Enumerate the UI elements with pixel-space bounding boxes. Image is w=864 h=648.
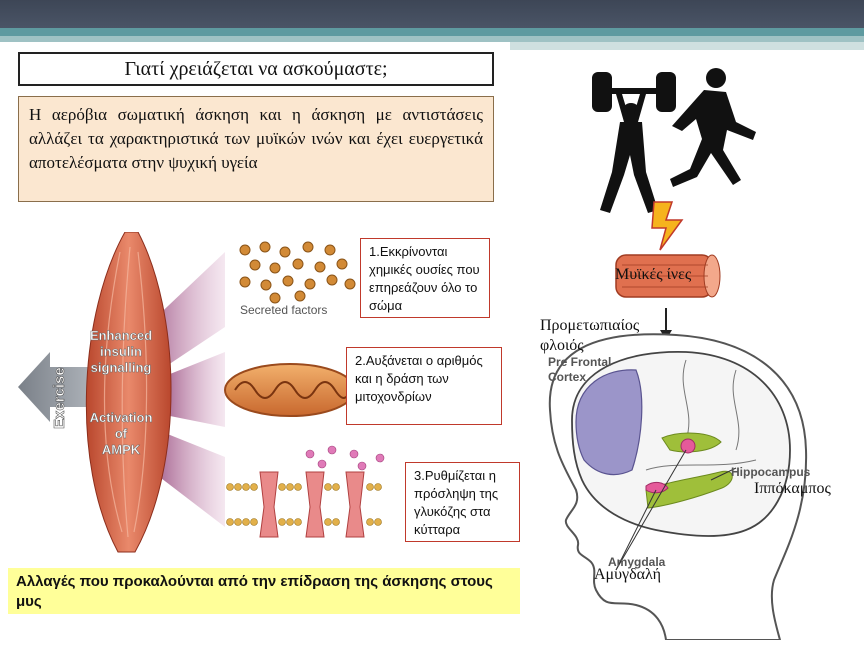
effect1-line1: Enhanced [90, 328, 152, 343]
hippocampus-region [645, 470, 733, 509]
lightning-icon [651, 201, 684, 251]
effect1-line2: insulin [100, 344, 142, 359]
effect1-line3: signalling [91, 360, 152, 375]
effect2-line1: Activation [90, 410, 153, 425]
amygdala-label: Αμυγδαλή [594, 566, 662, 583]
exercise-brain-illustration: Pre Frontal Cortex Hippocampus Amygdala [548, 68, 811, 640]
secreted-factors-icon [239, 241, 356, 304]
prefrontal-cortex-en-line1: Pre Frontal [548, 355, 611, 369]
note-mitochondria: 2.Αυξάνεται ο αριθμός και η δράση των μι… [346, 347, 502, 425]
hippocampus-label: Ιππόκαμπος [754, 480, 831, 497]
prefrontal-cortex-region [575, 369, 643, 476]
header-stripe [0, 28, 864, 36]
hippocampus-en-label: Hippocampus [731, 465, 811, 479]
prefrontal-cortex-en-line2: Cortex [548, 370, 586, 384]
runner-icon [670, 68, 756, 187]
glucose-transport-icon [226, 445, 385, 538]
intro-text-box: Η αερόβια σωματική άσκηση και η άσκηση μ… [18, 96, 494, 202]
amygdala-en-label: Amygdala [608, 555, 666, 569]
footer-caption: Αλλαγές που προκαλούνται από την επίδρασ… [8, 568, 520, 614]
weightlifter-icon [592, 72, 676, 213]
note-glucose-uptake: 3.Ρυθμίζεται η πρόσληψη της γλυκόζης στα… [405, 462, 520, 542]
secreted-factors-label: Secreted factors [240, 303, 327, 317]
muscle-fiber-icon [615, 254, 721, 298]
slide-title: Γιατί χρειάζεται να ασκούμαστε; [18, 52, 494, 86]
muscle-icon [85, 232, 172, 553]
effect2-line2: of [115, 426, 128, 441]
exercise-label: Exercise [51, 367, 68, 429]
note-secreted-factors: 1.Εκκρίνονται χημικές ουσίες που επηρεάζ… [360, 238, 490, 318]
header-stripe-pale [510, 42, 864, 50]
header-stripe-light [0, 36, 864, 42]
muscle-fibers-label: Μυϊκές ίνες [615, 266, 692, 283]
muscle-effects-diagram: Secreted factors Exercise Enhanced insu [18, 232, 385, 553]
prefrontal-cortex-label: Προμετωπιαίος φλοιός [540, 317, 640, 354]
mitochondrion-icon [224, 363, 356, 417]
effect2-line3: AMPK [102, 442, 141, 457]
header-bar [0, 0, 864, 28]
amygdala-region [680, 438, 696, 454]
